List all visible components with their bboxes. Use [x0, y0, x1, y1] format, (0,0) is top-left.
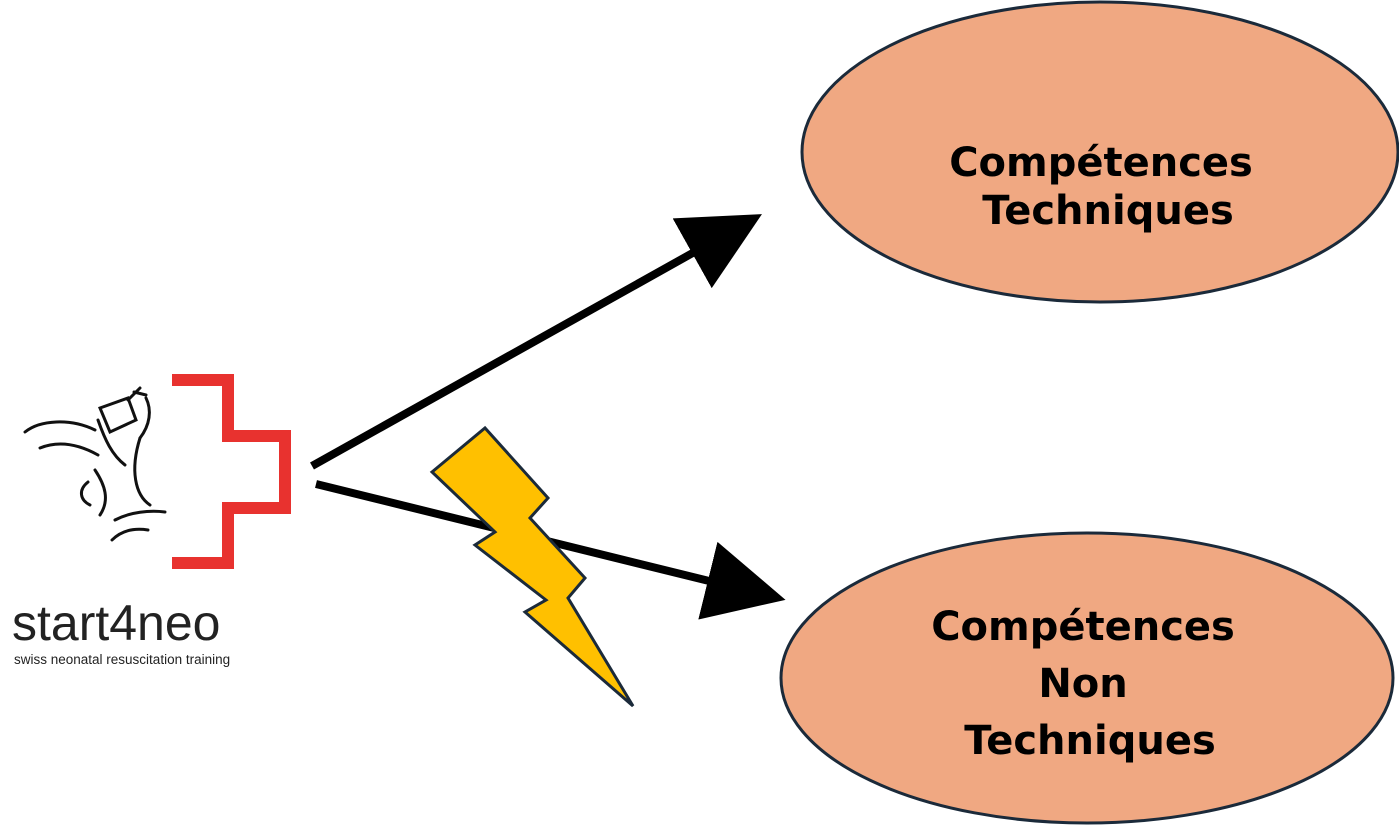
- lightning-bolt-icon: [429, 425, 635, 708]
- node-technical-line-1: Compétences: [949, 140, 1253, 186]
- logo-tagline: swiss neonatal resuscitation training: [14, 652, 230, 667]
- node-non-technical-line-3: Techniques: [964, 718, 1216, 764]
- arrow-to-technical: [310, 214, 762, 470]
- node-non-technical-ellipse: [779, 531, 1395, 825]
- swiss-cross-icon: [172, 374, 291, 569]
- node-non-technical-line-1: Compétences: [931, 604, 1235, 650]
- node-non-technical-label: Compétences Non Techniques: [931, 604, 1249, 764]
- neonatal-resuscitation-icon: [23, 386, 167, 542]
- node-non-technical-line-2: Non: [1038, 661, 1127, 707]
- node-technical-skills: Compétences Techniques: [800, 0, 1399, 304]
- logo-name: start4neo: [12, 595, 220, 651]
- node-technical-line-2: Techniques: [982, 188, 1234, 234]
- node-non-technical-skills: Compétences Non Techniques: [779, 531, 1395, 825]
- node-technical-label: Compétences Techniques: [949, 140, 1267, 234]
- start4neo-logo: start4neo swiss neonatal resuscitation t…: [12, 374, 291, 667]
- node-technical-ellipse: [800, 0, 1399, 304]
